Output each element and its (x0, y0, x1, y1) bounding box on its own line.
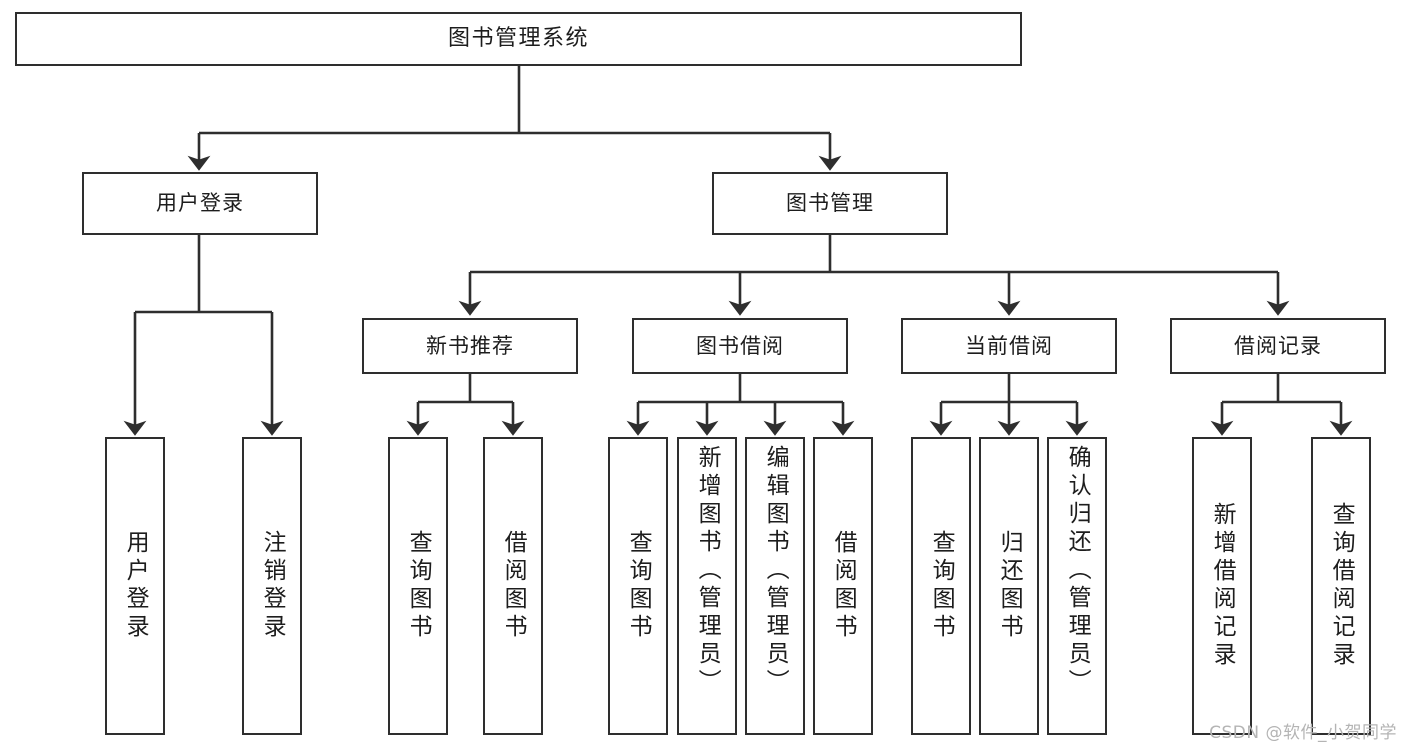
node-leaf-borrow-book-1-label: 借阅图书 (500, 530, 527, 642)
node-book-borrow[interactable]: 图书借阅 (632, 318, 848, 374)
node-borrow-record-label: 借阅记录 (1234, 333, 1322, 358)
node-leaf-borrow-book-1[interactable]: 借阅图书 (483, 437, 543, 735)
node-new-book-recommend-label: 新书推荐 (426, 333, 514, 358)
node-leaf-user-login[interactable]: 用户登录 (105, 437, 165, 735)
node-leaf-add-book[interactable]: 新增图书（管理员） (677, 437, 737, 735)
node-borrow-record[interactable]: 借阅记录 (1170, 318, 1386, 374)
node-leaf-return-book[interactable]: 归还图书 (979, 437, 1039, 735)
node-leaf-confirm-return[interactable]: 确认归还（管理员） (1047, 437, 1107, 735)
node-leaf-add-book-label: 新增图书（管理员） (694, 445, 721, 697)
node-leaf-query-book-3-label: 查询图书 (928, 530, 955, 642)
node-leaf-query-record[interactable]: 查询借阅记录 (1311, 437, 1371, 735)
node-user-login-label: 用户登录 (156, 191, 244, 216)
node-leaf-query-book-3[interactable]: 查询图书 (911, 437, 971, 735)
node-book-manage-label: 图书管理 (786, 191, 874, 216)
node-leaf-query-book-1-label: 查询图书 (405, 530, 432, 642)
node-book-manage[interactable]: 图书管理 (712, 172, 948, 235)
node-leaf-query-book-2[interactable]: 查询图书 (608, 437, 668, 735)
node-user-login[interactable]: 用户登录 (82, 172, 318, 235)
node-current-borrow[interactable]: 当前借阅 (901, 318, 1117, 374)
node-leaf-query-book-2-label: 查询图书 (625, 530, 652, 642)
node-leaf-edit-book-label: 编辑图书（管理员） (762, 445, 789, 697)
node-leaf-logout-login[interactable]: 注销登录 (242, 437, 302, 735)
node-leaf-add-record[interactable]: 新增借阅记录 (1192, 437, 1252, 735)
node-root[interactable]: 图书管理系统 (15, 12, 1022, 66)
node-leaf-user-login-label: 用户登录 (122, 530, 149, 642)
node-book-borrow-label: 图书借阅 (696, 333, 784, 358)
node-leaf-query-record-label: 查询借阅记录 (1328, 502, 1355, 670)
node-leaf-add-record-label: 新增借阅记录 (1209, 502, 1236, 670)
node-root-label: 图书管理系统 (447, 26, 589, 52)
node-leaf-borrow-book-2[interactable]: 借阅图书 (813, 437, 873, 735)
node-leaf-return-book-label: 归还图书 (996, 530, 1023, 642)
node-leaf-logout-login-label: 注销登录 (259, 530, 286, 642)
watermark-text: CSDN @软件_小贺同学 (1209, 723, 1397, 743)
node-new-book-recommend[interactable]: 新书推荐 (362, 318, 578, 374)
node-current-borrow-label: 当前借阅 (965, 333, 1053, 358)
node-leaf-borrow-book-2-label: 借阅图书 (830, 530, 857, 642)
node-leaf-confirm-return-label: 确认归还（管理员） (1064, 445, 1091, 697)
node-leaf-edit-book[interactable]: 编辑图书（管理员） (745, 437, 805, 735)
node-leaf-query-book-1[interactable]: 查询图书 (388, 437, 448, 735)
